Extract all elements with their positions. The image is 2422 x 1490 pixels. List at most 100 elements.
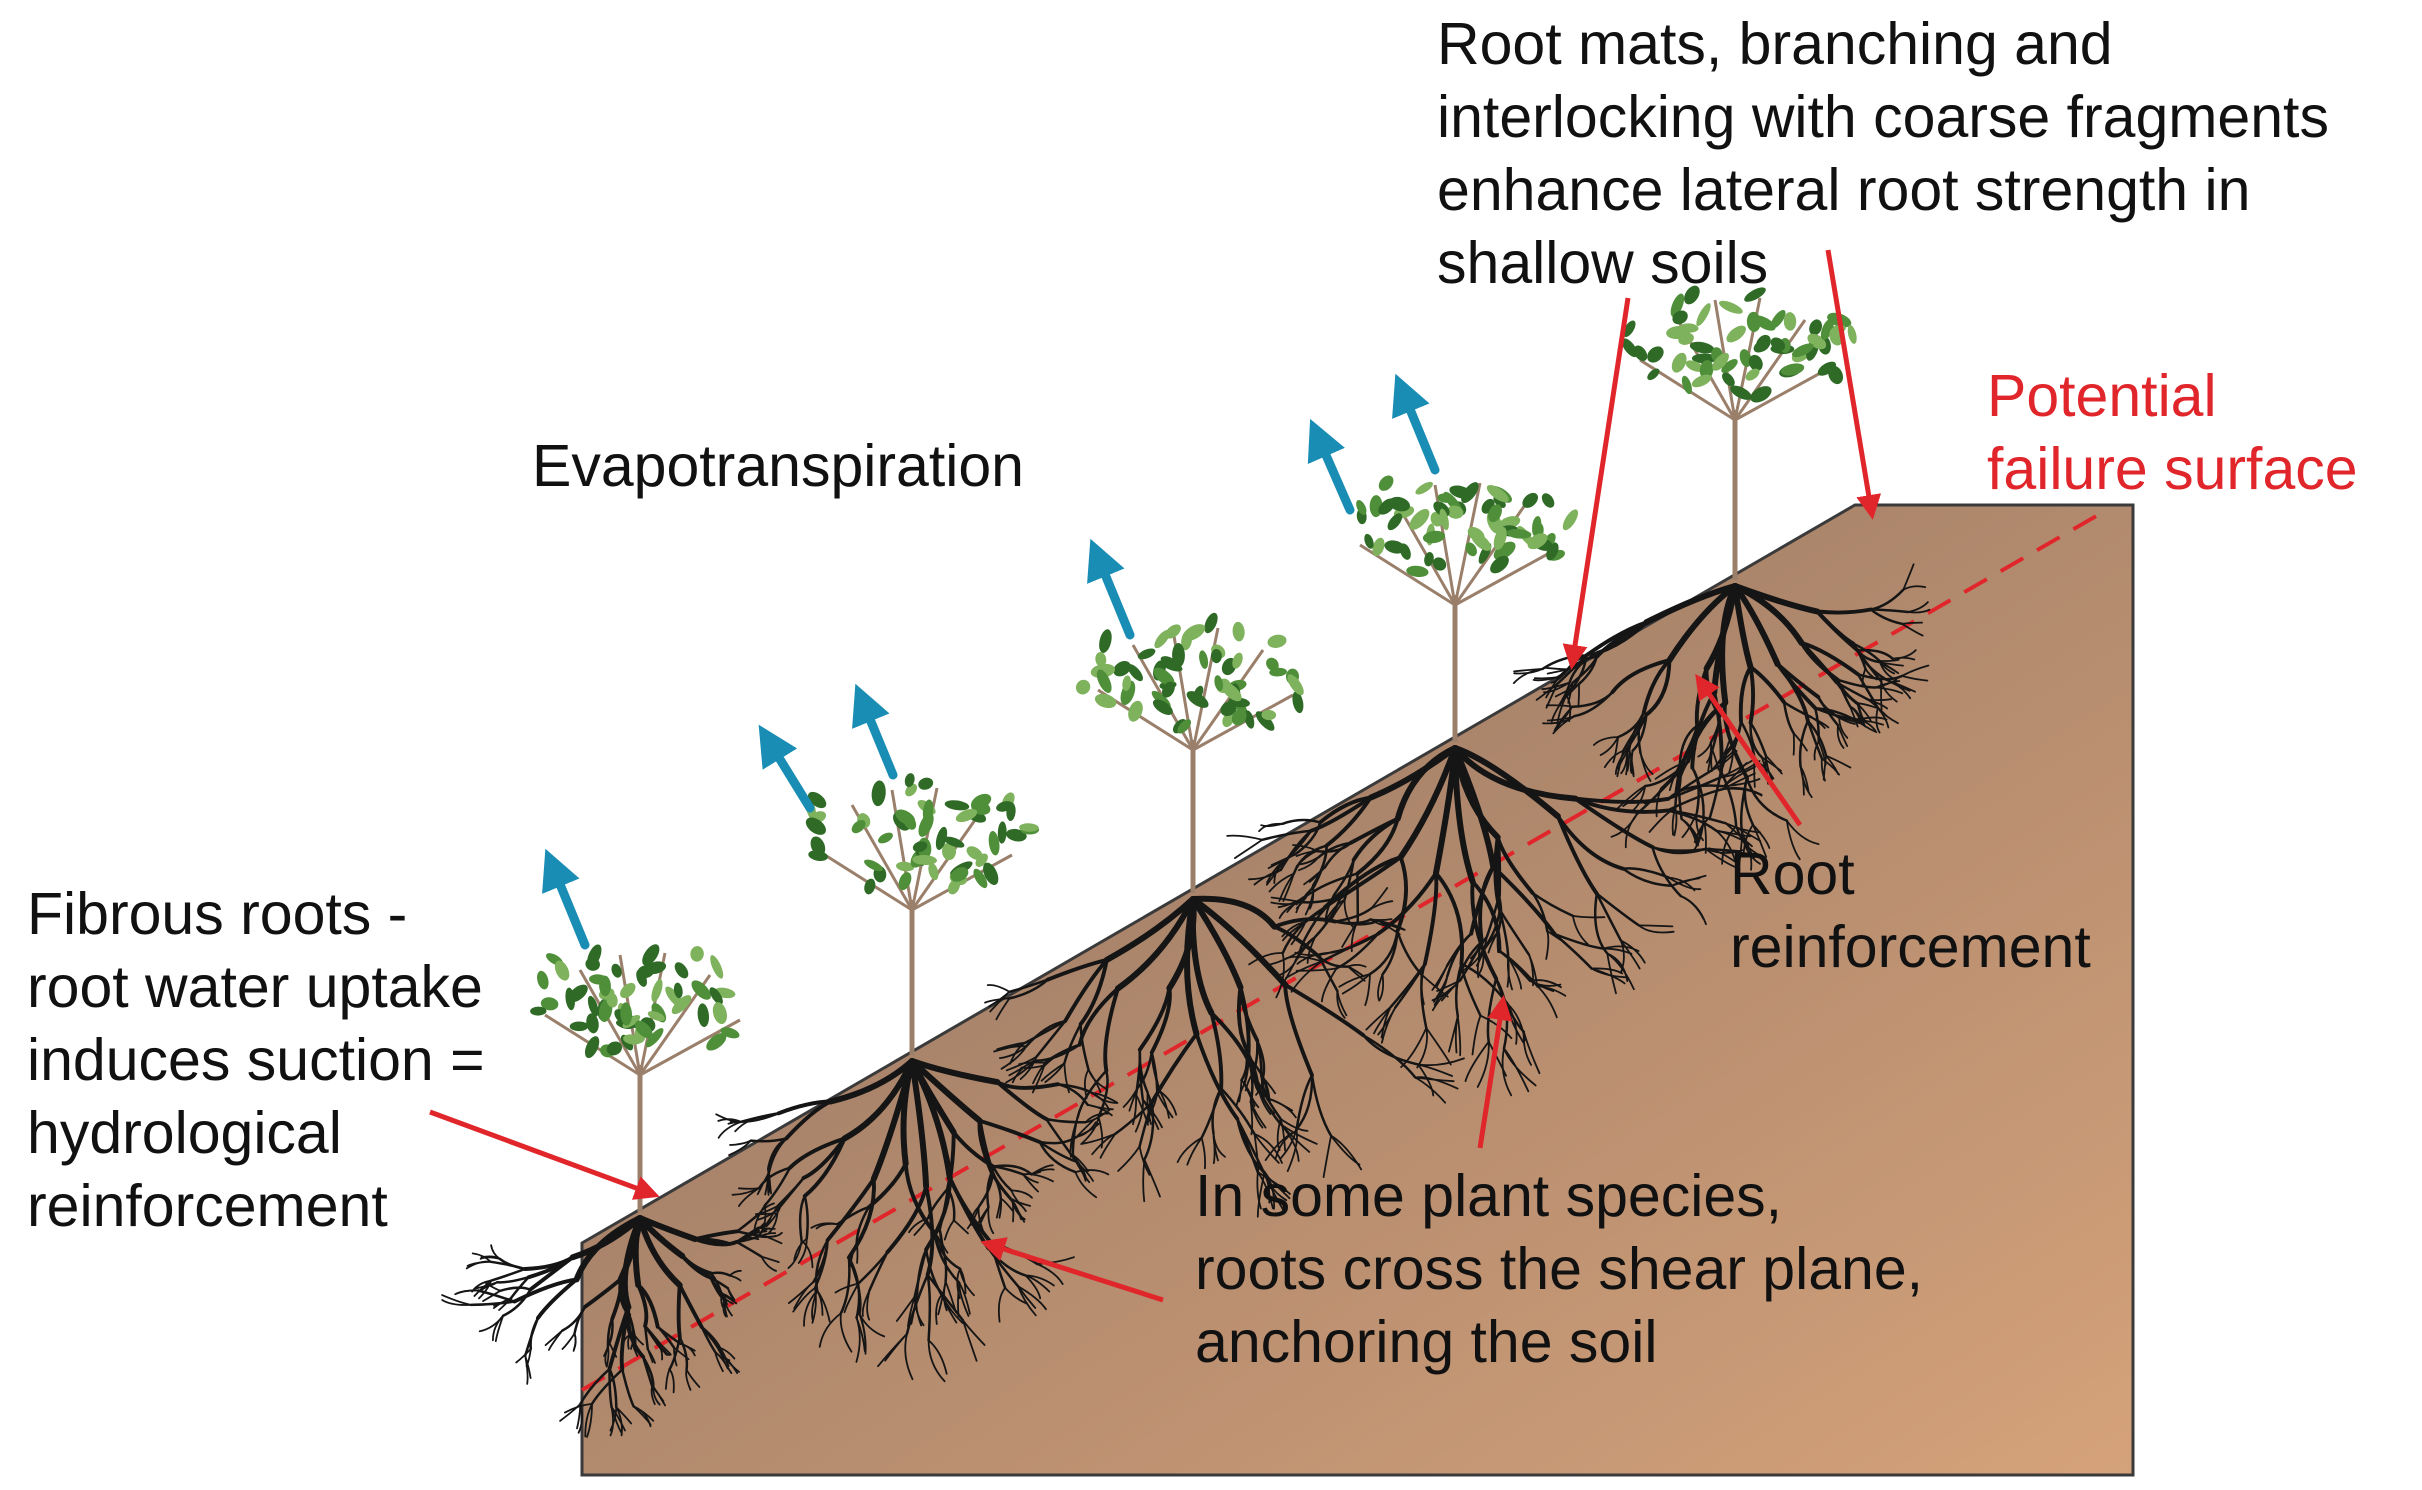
root-branch — [847, 1256, 862, 1316]
leaf — [1153, 667, 1175, 686]
root-branch — [492, 1314, 504, 1342]
root-branch — [604, 1346, 609, 1367]
root-branch — [1258, 822, 1284, 832]
root-branch — [1137, 986, 1172, 1052]
root-branch — [1836, 724, 1845, 749]
potential-failure-line: failure surface — [1987, 436, 2358, 502]
root-branch — [1710, 748, 1714, 772]
root-branch — [1792, 732, 1808, 752]
root-branch — [643, 1324, 660, 1347]
root-branch — [1536, 985, 1558, 1019]
root-branch — [665, 1368, 671, 1390]
root-branch — [1362, 1034, 1417, 1079]
root-branch — [1396, 929, 1423, 976]
root-branch — [1072, 1116, 1079, 1159]
root-branch — [700, 1325, 723, 1356]
root-branch — [1856, 649, 1888, 682]
root-branch — [1857, 704, 1872, 722]
root-branch — [1005, 1055, 1038, 1072]
root-branch — [988, 990, 1011, 1008]
root-branch — [1367, 745, 1458, 801]
root-reinforcement-line: reinforcement — [1730, 914, 2091, 980]
leaf — [1137, 648, 1156, 660]
leaf — [1730, 385, 1752, 400]
root-branch — [650, 1385, 656, 1405]
root-branch — [559, 1402, 582, 1422]
root-branch — [1395, 855, 1409, 934]
leaf — [1770, 309, 1786, 329]
root-branch — [1487, 1040, 1507, 1077]
root-branch — [784, 1099, 833, 1141]
root-branch — [1024, 1274, 1042, 1300]
root-branch — [1075, 1121, 1097, 1138]
root-branch — [1322, 855, 1403, 910]
root-branch — [1136, 1051, 1154, 1089]
leaf — [1791, 343, 1814, 358]
leaf — [1378, 475, 1394, 491]
evapotranspiration-arrow — [758, 724, 815, 813]
root-branch — [1630, 749, 1635, 778]
root-branch — [1253, 869, 1282, 886]
root-branch — [1268, 872, 1295, 893]
root-branch — [814, 1287, 824, 1316]
root-branch — [1799, 640, 1840, 682]
plant — [1075, 612, 1304, 893]
root-branch — [996, 1041, 1027, 1051]
leaf — [1684, 285, 1700, 305]
root-branch — [1056, 1082, 1089, 1107]
leaf — [644, 961, 667, 975]
root-branch — [895, 1295, 916, 1322]
leaf — [665, 986, 683, 1008]
leaf — [1621, 338, 1638, 358]
root-branch — [1553, 932, 1593, 970]
leaf — [1746, 311, 1761, 332]
root-branch — [1874, 686, 1904, 695]
root-branch — [1063, 1062, 1070, 1094]
leaf — [537, 970, 549, 990]
leaf — [554, 960, 570, 981]
root-branch — [1555, 814, 1599, 896]
root-branch — [1253, 1133, 1280, 1164]
root-branch — [1590, 967, 1624, 975]
root-branch — [1370, 918, 1393, 921]
root-branch — [1737, 833, 1744, 874]
leaf — [983, 862, 999, 885]
root-branch — [584, 1403, 593, 1438]
root-branch — [673, 1346, 678, 1367]
root-branch — [1010, 1189, 1033, 1199]
root-branch — [679, 1342, 696, 1352]
root-branch — [1343, 898, 1356, 930]
root-branch — [1019, 1055, 1038, 1080]
evapotranspiration-arrows — [542, 373, 1440, 950]
root-branch — [489, 1267, 527, 1282]
root-branch — [720, 1353, 739, 1374]
root-branch — [938, 1227, 949, 1254]
root-branch — [1226, 834, 1264, 841]
root-branch — [607, 1305, 631, 1371]
root-branch — [1032, 1061, 1047, 1085]
root-branch — [1464, 1040, 1490, 1082]
root-branch — [1377, 1006, 1397, 1036]
root-branch — [1452, 745, 1579, 802]
leaf — [864, 859, 883, 872]
root-mats-line: enhance lateral root strength in — [1437, 157, 2251, 223]
root-branch — [1753, 759, 1756, 788]
root-branch — [637, 1215, 683, 1289]
root-branch — [1522, 1031, 1532, 1066]
root-branch — [1298, 856, 1320, 872]
root-branch — [515, 1347, 532, 1364]
fibrous-roots-arrow — [429, 1109, 660, 1200]
root-branch — [1080, 1132, 1117, 1145]
root-branch — [1874, 678, 1898, 689]
leaf — [997, 821, 1007, 844]
root-branch — [1190, 896, 1289, 988]
root-branch — [1704, 847, 1741, 870]
leaf — [864, 878, 876, 895]
root-branch — [1622, 785, 1647, 807]
root-branch — [1764, 754, 1773, 781]
root-branch — [1495, 835, 1502, 898]
root-branch — [1023, 1019, 1067, 1045]
root-branch — [962, 1319, 978, 1362]
root-branch — [1114, 1101, 1154, 1136]
